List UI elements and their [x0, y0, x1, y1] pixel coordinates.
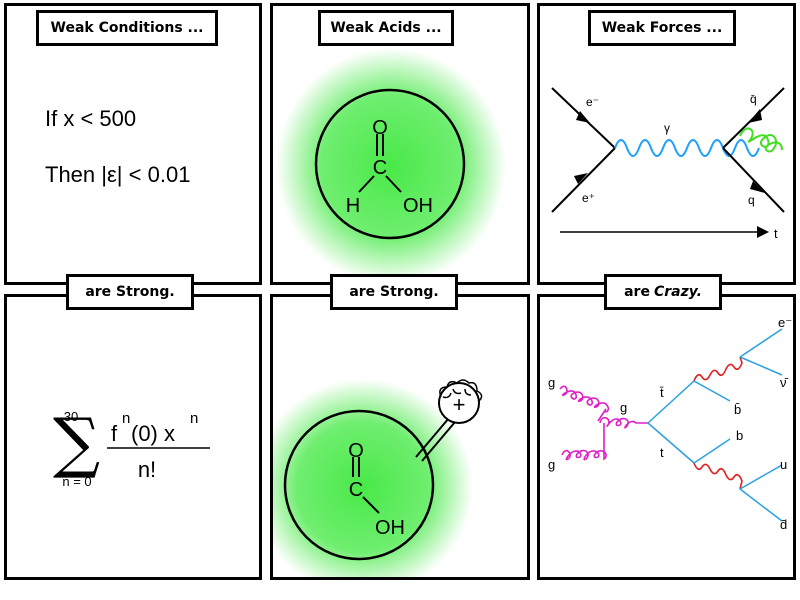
quark-arrow	[750, 181, 765, 193]
epsilon-abs: |ε|	[101, 162, 123, 187]
atom-o: O	[372, 117, 388, 139]
label-are-crazy-text: are	[624, 284, 650, 300]
panel-weak-conditions: If x < 500 Then |ε| < 0.01	[4, 3, 262, 285]
bond-c-oh	[385, 175, 402, 193]
label-gamma: γ	[664, 121, 670, 135]
label-b: b	[736, 428, 743, 443]
positron-arrow	[574, 173, 588, 184]
w-plus	[693, 462, 743, 490]
label-u: u	[780, 457, 787, 472]
condition-line-2: Then |ε| < 0.01	[45, 162, 190, 188]
green-glow-2	[273, 379, 473, 577]
label-quark: q	[748, 193, 755, 207]
atom-c: C	[373, 157, 387, 179]
proton-stick-a	[415, 417, 450, 458]
label-weak-forces: Weak Forces ...	[588, 10, 736, 46]
proton-circle	[438, 382, 480, 424]
panel-strong-acids: + O C OH	[270, 294, 530, 580]
upper-limit: 30	[64, 409, 78, 424]
antibottom-out	[693, 380, 731, 402]
label-t: t	[660, 445, 664, 460]
label-nubar: ν̄	[780, 375, 789, 390]
bottom-out	[693, 438, 731, 464]
sigma-symbol: ∑	[53, 404, 100, 481]
bond-c-h	[358, 175, 375, 193]
label-are-strong-1: are Strong.	[66, 274, 194, 310]
panel-crazy: g g g t̄ t e⁻ ν̄ b̄ b u d̄	[537, 294, 796, 580]
proton-stick-b	[421, 421, 456, 462]
gluon-top	[559, 385, 610, 422]
panel-strong-series: ∑ 30 n = 0 f n (0) x n n!	[4, 294, 262, 580]
molecule-circle	[314, 88, 466, 240]
ttbar-feynman-diagram: g g g t̄ t e⁻ ν̄ b̄ b u d̄	[548, 315, 792, 532]
atom-oh-2: OH	[375, 517, 405, 539]
atom-h: H	[346, 195, 360, 217]
numerator-f: f	[111, 421, 118, 446]
proton-fuzz	[439, 379, 483, 402]
label-dbar: d̄	[780, 517, 787, 532]
protonated-acid-graphic: + O C OH	[273, 379, 483, 577]
label-weak-forces-text: Weak Forces ...	[601, 20, 723, 36]
then-word: Then	[45, 162, 96, 187]
condition-line-1: If x < 500	[45, 106, 137, 131]
label-are-strong-2-text: are Strong.	[349, 284, 439, 300]
w-minus	[693, 356, 743, 382]
label-g-bottom: g	[548, 457, 555, 472]
label-are-strong-2: are Strong.	[330, 274, 458, 310]
label-are-strong-1-text: are Strong.	[85, 284, 175, 300]
quark-line	[722, 147, 785, 213]
label-g-top: g	[548, 375, 555, 390]
label-weak-conditions: Weak Conditions ...	[36, 10, 218, 46]
label-e-plus: e⁺	[582, 191, 595, 205]
numerator-rest: (0) x	[131, 421, 175, 446]
label-time: t	[774, 226, 778, 241]
numerator-sup-n2: n	[190, 410, 198, 427]
molecule-circle-2	[283, 409, 435, 561]
atom-oh: OH	[403, 195, 433, 217]
positron-line	[551, 147, 616, 213]
label-g-mid: g	[620, 400, 627, 415]
acetic-acid-graphic: O C H OH	[276, 48, 506, 282]
panel-weak-forces: e⁻ e⁺ γ q̄ q t	[537, 3, 796, 285]
label-e-minus-2: e⁻	[778, 315, 792, 330]
atom-o-2: O	[348, 440, 364, 462]
antitop-line	[647, 380, 695, 424]
label-e-minus: e⁻	[586, 95, 599, 109]
label-weak-acids-text: Weak Acids ...	[330, 20, 442, 36]
label-tbar: t̄	[660, 385, 664, 400]
denominator: n!	[138, 457, 156, 482]
label-weak-acids: Weak Acids ...	[318, 10, 454, 46]
panel-weak-acids: O C H OH	[270, 3, 530, 285]
label-antiquark: q̄	[750, 92, 757, 106]
proton-charge: +	[453, 392, 466, 417]
lower-limit: n = 0	[62, 474, 91, 489]
gluon-emission	[739, 127, 783, 153]
atom-c-2: C	[349, 479, 363, 501]
electron-out	[739, 328, 783, 358]
label-weak-conditions-text: Weak Conditions ...	[50, 20, 204, 36]
threshold-value: < 0.01	[128, 162, 191, 187]
electron-arrow-in	[576, 111, 590, 123]
antiquark-arrow	[748, 109, 762, 123]
gluon-mid	[599, 416, 648, 429]
green-glow	[276, 48, 506, 282]
up-out	[739, 464, 783, 490]
antineutrino-out	[739, 356, 783, 376]
antidown-out	[739, 488, 783, 522]
top-line	[647, 422, 695, 464]
gluon-bottom	[561, 423, 607, 461]
taylor-series-formula: ∑ 30 n = 0 f n (0) x n n!	[53, 404, 210, 489]
feynman-weak-diagram: e⁻ e⁺ γ q̄ q t	[551, 87, 785, 241]
numerator-sup-n1: n	[122, 410, 130, 427]
photon-line	[614, 139, 760, 157]
label-bbar: b̄	[734, 402, 741, 417]
label-crazy-italic: Crazy.	[653, 284, 702, 300]
bond-c-oh-2	[362, 496, 380, 514]
